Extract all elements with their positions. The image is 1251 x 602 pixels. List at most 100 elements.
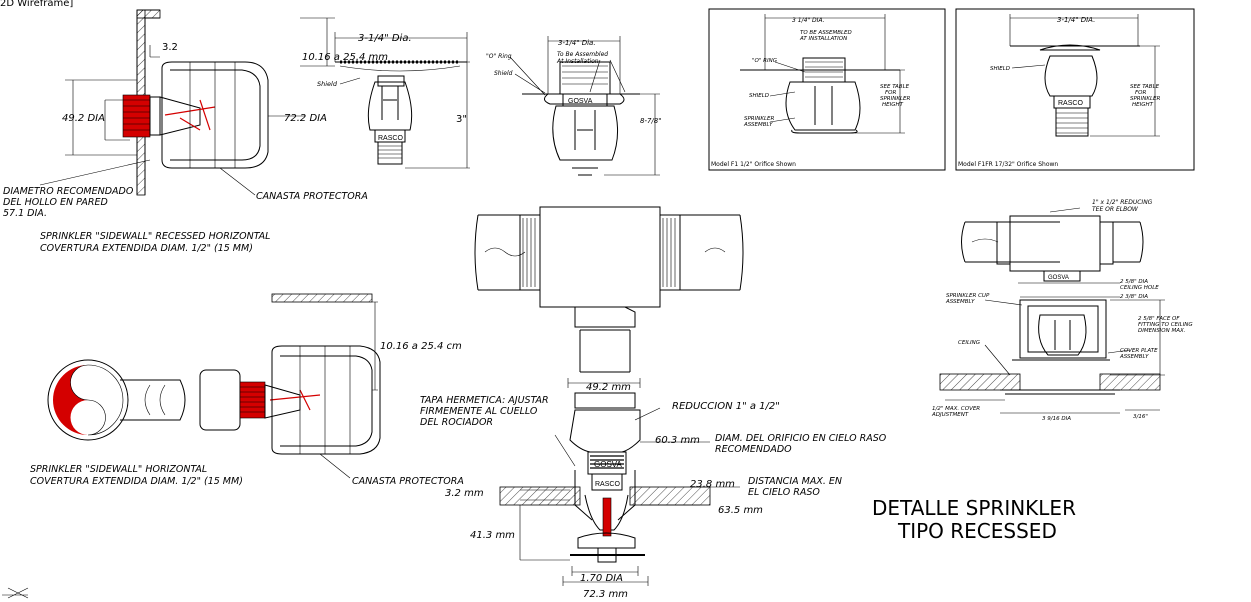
right-face-3: DIMENSION MAX. — [1138, 328, 1186, 334]
dist-label-2: EL CIELO RASO — [748, 487, 820, 498]
sprinkler-body — [159, 96, 201, 136]
dim-32: 3.2 mm — [445, 488, 484, 499]
box-model-f1fr: 3-1/4" DIA. SHIELD SEE TABLE FOR SPRINKL… — [955, 8, 1195, 171]
box2-frame — [955, 8, 1195, 171]
right-cup-1: SPRINKLER CUP — [946, 293, 990, 299]
box1-oring: "O" RING — [752, 58, 777, 64]
detail-pendant-recessed-small: GOSVA 3-1/4" Dia. "O" Ring To Be Assembl… — [486, 36, 661, 176]
svg-text:GOSVA: GOSVA — [568, 98, 593, 105]
bulb-red — [602, 497, 612, 537]
dim-635: 63.5 mm — [718, 505, 763, 516]
detail-pendant-small: RASCO 3-1/4" Dia. 3" Shield — [317, 32, 470, 169]
caption-bottom-1: SPRINKLER "SIDEWALL" HORIZONTAL — [30, 464, 207, 475]
dim-height-bottom: 10.16 a 25.4 cm — [380, 341, 462, 352]
right-cup — [1019, 299, 1107, 359]
box1-caption: Model F1 1/2" Orifice Shown — [711, 161, 796, 168]
right-face-1: 2 5/8" FACE OF — [1138, 316, 1180, 322]
detail-right-recessed: GOSVA 1" x 1/2" REDUCING TEE OR ELBOW SP… — [931, 199, 1193, 422]
right-face-2: FITTING TO CEILING — [1138, 322, 1193, 328]
dim-603: 60.3 mm — [655, 435, 700, 446]
center-brand: GOSVA — [594, 460, 623, 469]
recessed-assembled-1: To Be Assembled — [557, 51, 608, 58]
pendant-height-text: 3" — [456, 114, 467, 125]
ceiling-bottom-hatch — [271, 293, 373, 303]
box2-sprinkler — [1044, 55, 1098, 97]
right-right-dim: 3/16" — [1133, 414, 1148, 420]
caption-top-1: SPRINKLER "SIDEWALL" RECESSED HORIZONTAL — [40, 231, 270, 242]
title-line-1: DETALLE SPRINKLER — [872, 496, 1076, 520]
box1-assembled-2: AT INSTALLATION — [799, 36, 847, 42]
recessed-assembled-2: At Installation — [556, 58, 599, 65]
box1-frame — [708, 8, 946, 171]
ceiling-hatch — [136, 9, 161, 19]
cap-label-3: DEL ROCIADOR — [420, 417, 493, 428]
box2-see-1: SEE TABLE — [1130, 84, 1160, 90]
right-hole-2: CEILING HOLE — [1120, 285, 1159, 291]
tee-body — [539, 206, 661, 308]
title-line-2: TIPO RECESSED — [897, 519, 1057, 543]
note-guard-bottom: CANASTA PROTECTORA — [352, 476, 464, 487]
recessed-oring: "O" Ring — [486, 53, 512, 60]
wall-gap-dim — [149, 45, 160, 58]
right-maxcover-1: 1/2" MAX. COVER — [932, 406, 980, 412]
dist-label-1: DISTANCIA MAX. EN — [748, 476, 842, 487]
note-hole-1: DIAMETRO RECOMENDADO — [3, 186, 134, 197]
pendant-dia-text: 3-1/4" Dia. — [358, 33, 412, 44]
box1-assembled-1: TO BE ASSEMBLED — [800, 30, 852, 36]
dim-guard-dia: 72.2 DIA — [284, 113, 327, 124]
ucs-icon — [2, 587, 29, 599]
recessed-frame — [552, 105, 618, 161]
box2-shield: SHIELD — [990, 66, 1010, 72]
box1-see-3: SPRINKLER — [880, 96, 911, 102]
pendant-frame — [367, 81, 413, 131]
dim-top-49: 49.2 mm — [586, 382, 631, 393]
thread-red — [122, 94, 151, 138]
detail-sidewall-recessed: 3.2 10.16 a 25.4 mm 49.2 DIA 72.2 DIA DI… — [3, 9, 388, 254]
box1-see-4: HEIGHT — [882, 102, 904, 108]
dim-wall-gap: 3.2 — [162, 42, 178, 53]
right-inner-dia: 2 3/8" DIA — [1120, 294, 1148, 300]
svg-text:RASCO: RASCO — [378, 135, 403, 142]
right-brand: GOSVA — [1048, 275, 1069, 281]
right-cover-1: COVER PLATE — [1120, 348, 1158, 354]
right-bottom-dim: 3 9/16 DIA — [1042, 416, 1071, 422]
detail-center-recessed: 49.2 mm TAPA HERMETICA: AJUSTAR FIRMEMEN… — [420, 378, 887, 600]
detail-pipe-tee — [474, 206, 744, 373]
box1-assembly-1: SPRINKLER — [744, 116, 775, 122]
right-tee-1: 1" x 1/2" REDUCING — [1092, 199, 1153, 206]
dim-height-top: 10.16 a 25.4 mm — [302, 52, 388, 63]
box2-dia: 3-1/4" DIA. — [1057, 16, 1095, 24]
dim-170: 1.70 DIA — [580, 573, 623, 584]
dim-723: 72.3 mm — [583, 589, 628, 600]
box-model-f1: 3 1/4" DIA. TO BE ASSEMBLED AT INSTALLAT… — [708, 8, 946, 171]
cap-label-2: FIRMEMENTE AL CUELLO — [420, 406, 538, 417]
right-maxcover-2: ADJUSTMENT — [931, 412, 969, 418]
recessed-height-text: 8-7/8" — [640, 117, 661, 125]
pendant-dia-dim — [334, 32, 468, 62]
cap-label-1: TAPA HERMETICA: AJUSTAR — [420, 395, 549, 406]
guard-cage-bottom — [271, 345, 381, 455]
box1-assembly-2: ASSEMBLY — [743, 122, 773, 128]
caption-top-2: COVERTURA EXTENDIDA DIAM. 1/2" (15 MM) — [40, 243, 253, 254]
hole-dim-lines — [65, 79, 137, 156]
guard-cage — [161, 61, 269, 169]
orifice-label-2: RECOMENDADO — [715, 444, 792, 455]
pipe-circle — [47, 359, 129, 441]
box2-see-2: FOR — [1135, 90, 1146, 96]
viewport-label[interactable]: 2D Wireframe] — [0, 0, 74, 9]
reducer — [569, 409, 641, 453]
dim-238: 23.8 mm — [690, 479, 735, 490]
thread-red-bottom — [239, 381, 266, 419]
recessed-dia-text: 3-1/4" Dia. — [558, 39, 596, 47]
reduction-label: REDUCCION 1" a 1/2" — [672, 401, 780, 412]
box2-see-3: SPRINKLER — [1130, 96, 1161, 102]
orifice-label-1: DIAM. DEL ORIFICIO EN CIELO RASO — [715, 433, 887, 444]
height-dim — [300, 17, 335, 67]
box2-brand: RASCO — [1058, 100, 1083, 107]
right-cup-2: ASSEMBLY — [945, 299, 975, 305]
note-hole-3: 57.1 DIA. — [3, 208, 47, 219]
box2-see-4: HEIGHT — [1132, 102, 1154, 108]
recessed-shield: Shield — [494, 70, 513, 77]
pendant-shield-label: Shield — [317, 80, 338, 88]
